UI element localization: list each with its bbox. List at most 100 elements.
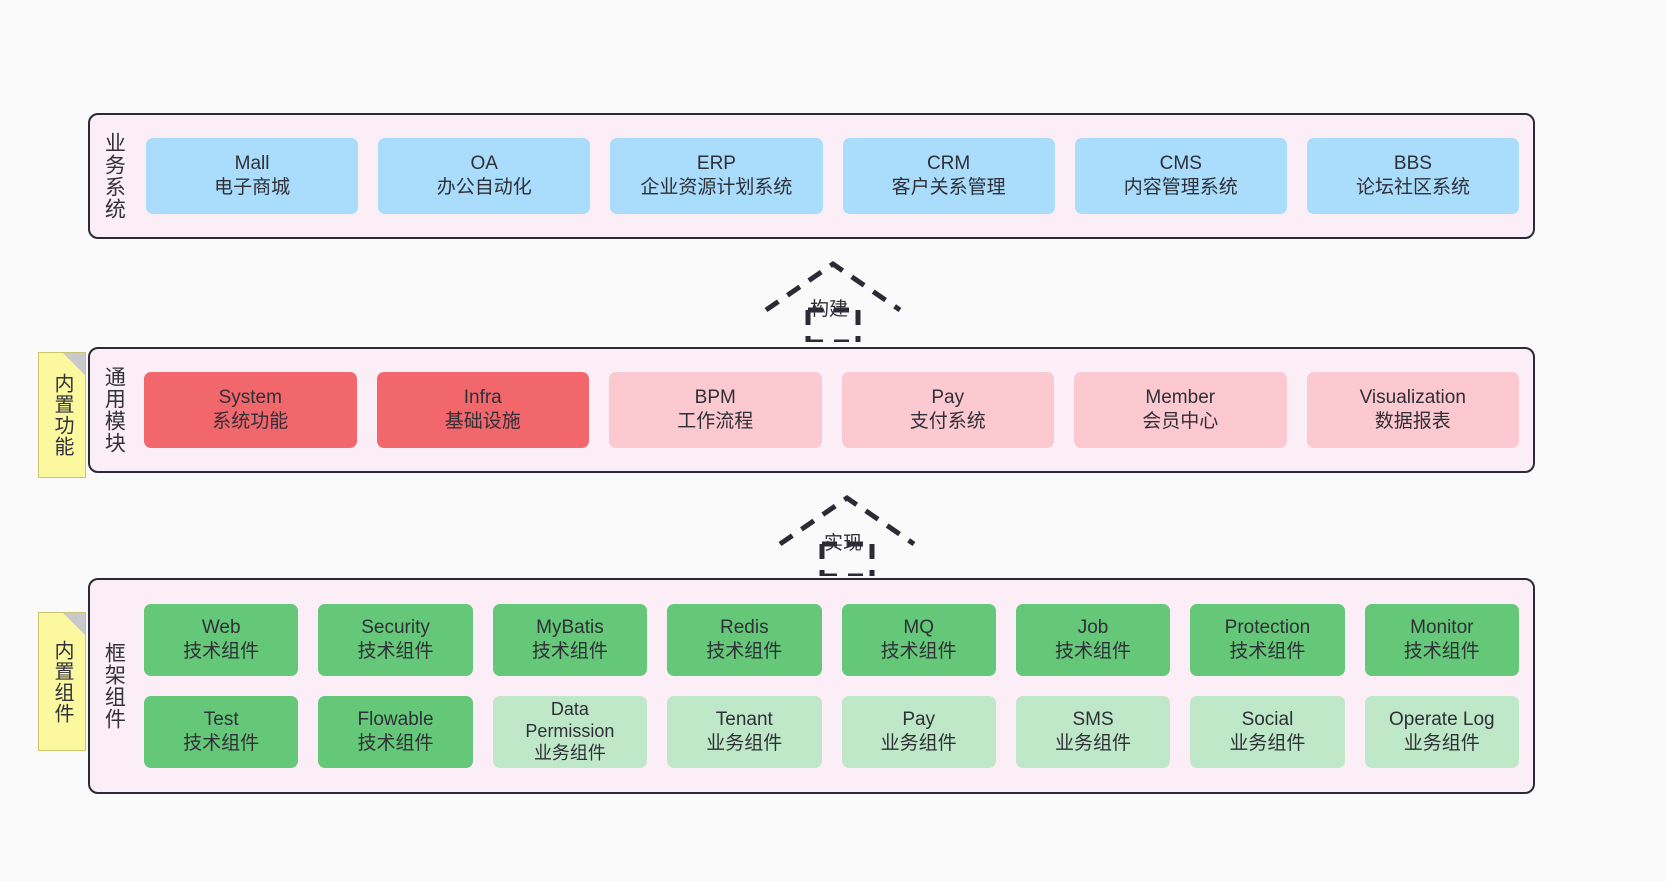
- node-crm-en: CRM: [926, 152, 971, 174]
- node-member[interactable]: Member 会员中心: [1074, 372, 1287, 448]
- node-pay-module-cn: 支付系统: [909, 411, 986, 432]
- node-bpm-cn: 工作流程: [677, 411, 754, 432]
- node-protection[interactable]: Protection 技术组件: [1190, 604, 1345, 676]
- node-monitor-cn: 技术组件: [1403, 641, 1480, 662]
- node-infra-en: Infra: [463, 386, 502, 408]
- node-job-cn: 技术组件: [1055, 641, 1132, 662]
- node-cms[interactable]: CMS 内容管理系统: [1074, 138, 1287, 214]
- node-test[interactable]: Test 技术组件: [144, 696, 299, 768]
- node-flowable[interactable]: Flowable 技术组件: [318, 696, 473, 768]
- node-operate-log-en: Operate Log: [1388, 708, 1495, 730]
- note-fold-icon: [63, 353, 85, 375]
- node-oa-cn: 办公自动化: [436, 177, 532, 198]
- node-operate-log-cn: 业务组件: [1403, 733, 1480, 754]
- node-mybatis-cn: 技术组件: [531, 641, 608, 662]
- node-monitor[interactable]: Monitor 技术组件: [1364, 604, 1519, 676]
- node-protection-en: Protection: [1224, 616, 1311, 638]
- arrow-build-glyph: [764, 260, 902, 345]
- framework-components-row-business: Test 技术组件 Flowable 技术组件 Data Permission …: [144, 696, 1519, 768]
- node-bbs-en: BBS: [1393, 152, 1432, 174]
- arrow-build-label: 构建: [810, 299, 849, 320]
- node-oa[interactable]: OA 办公自动化: [378, 138, 591, 214]
- node-pay-component-en: Pay: [902, 708, 936, 730]
- node-test-en: Test: [203, 708, 239, 730]
- node-data-permission-en: Data: [550, 699, 589, 720]
- node-mybatis[interactable]: MyBatis 技术组件: [492, 604, 648, 676]
- node-monitor-en: Monitor: [1410, 616, 1474, 638]
- node-oa-en: OA: [470, 152, 498, 174]
- node-pay-component[interactable]: Pay 业务组件: [841, 696, 996, 768]
- note-builtin-features-label: 内置功能: [51, 373, 73, 457]
- node-bbs-cn: 论坛社区系统: [1355, 177, 1470, 198]
- node-bbs[interactable]: BBS 论坛社区系统: [1306, 138, 1520, 214]
- node-visualization-cn: 数据报表: [1374, 411, 1451, 432]
- node-security-cn: 技术组件: [357, 641, 434, 662]
- node-infra[interactable]: Infra 基础设施: [376, 372, 589, 448]
- node-erp-cn: 企业资源计划系统: [640, 177, 793, 198]
- node-web-en: Web: [201, 616, 241, 638]
- node-job-en: Job: [1077, 616, 1109, 638]
- node-pay-module-en: Pay: [931, 386, 965, 408]
- business-systems-row: Mall 电子商城 OA 办公自动化 ERP 企业资源计划系统 CRM 客户关系…: [146, 138, 1520, 214]
- node-system[interactable]: System 系统功能: [144, 372, 357, 448]
- node-mall[interactable]: Mall 电子商城: [146, 138, 359, 214]
- arrow-build: 构建: [758, 258, 908, 345]
- node-security-en: Security: [361, 616, 430, 638]
- node-data-permission-en2: Permission: [525, 721, 615, 742]
- node-test-cn: 技术组件: [183, 733, 260, 754]
- node-visualization[interactable]: Visualization 数据报表: [1306, 372, 1519, 448]
- node-sms-cn: 业务组件: [1055, 733, 1132, 754]
- node-mall-cn: 电子商城: [214, 177, 291, 198]
- node-data-permission[interactable]: Data Permission 业务组件: [492, 696, 648, 768]
- node-pay-component-cn: 业务组件: [880, 733, 957, 754]
- node-data-permission-cn: 业务组件: [533, 742, 606, 763]
- layer-common-modules: 通用模块 System 系统功能 Infra 基础设施 BPM 工作流程 Pay…: [88, 347, 1535, 473]
- node-redis[interactable]: Redis 技术组件: [667, 604, 822, 676]
- node-erp-en: ERP: [696, 152, 736, 174]
- node-protection-cn: 技术组件: [1229, 641, 1306, 662]
- common-modules-row: System 系统功能 Infra 基础设施 BPM 工作流程 Pay 支付系统…: [144, 372, 1519, 448]
- layer-common-modules-body: System 系统功能 Infra 基础设施 BPM 工作流程 Pay 支付系统…: [136, 349, 1533, 471]
- node-security[interactable]: Security 技术组件: [318, 604, 473, 676]
- node-bpm[interactable]: BPM 工作流程: [609, 372, 822, 448]
- node-mq-en: MQ: [903, 616, 934, 638]
- layer-framework-components-body: Web 技术组件 Security 技术组件 MyBatis 技术组件 Redi…: [136, 580, 1533, 792]
- node-redis-en: Redis: [720, 616, 769, 638]
- node-job[interactable]: Job 技术组件: [1015, 604, 1171, 676]
- node-system-cn: 系统功能: [212, 411, 289, 432]
- node-tenant-en: Tenant: [715, 708, 773, 730]
- node-web-cn: 技术组件: [183, 641, 260, 662]
- note-builtin-components: 内置组件: [38, 612, 86, 751]
- layer-framework-components-title: 框架组件: [102, 642, 126, 730]
- framework-components-row-technical: Web 技术组件 Security 技术组件 MyBatis 技术组件 Redi…: [144, 604, 1519, 676]
- node-pay-module[interactable]: Pay 支付系统: [841, 372, 1054, 448]
- node-social[interactable]: Social 业务组件: [1190, 696, 1345, 768]
- node-mybatis-en: MyBatis: [536, 616, 604, 638]
- node-mq[interactable]: MQ 技术组件: [841, 604, 996, 676]
- node-erp[interactable]: ERP 企业资源计划系统: [610, 138, 823, 214]
- node-web[interactable]: Web 技术组件: [144, 604, 299, 676]
- node-system-en: System: [218, 386, 282, 408]
- layer-business-systems: 业务系统 Mall 电子商城 OA 办公自动化 ERP 企业资源计划系统 CRM…: [88, 113, 1535, 239]
- layer-business-systems-title: 业务系统: [102, 132, 126, 220]
- layer-business-systems-body: Mall 电子商城 OA 办公自动化 ERP 企业资源计划系统 CRM 客户关系…: [136, 115, 1533, 237]
- node-operate-log[interactable]: Operate Log 业务组件: [1364, 696, 1519, 768]
- node-social-cn: 业务组件: [1229, 733, 1306, 754]
- node-social-en: Social: [1241, 708, 1294, 730]
- node-mq-cn: 技术组件: [880, 641, 957, 662]
- node-mall-en: Mall: [234, 152, 270, 174]
- note-builtin-components-label: 内置组件: [51, 639, 73, 724]
- arrow-implement-glyph: [778, 494, 916, 579]
- node-bpm-en: BPM: [694, 386, 736, 408]
- node-infra-cn: 基础设施: [444, 411, 521, 432]
- arrow-implement-label: 实现: [824, 533, 863, 554]
- note-builtin-features: 内置功能: [38, 352, 86, 478]
- node-sms[interactable]: SMS 业务组件: [1015, 696, 1171, 768]
- node-crm[interactable]: CRM 客户关系管理: [842, 138, 1055, 214]
- node-cms-cn: 内容管理系统: [1123, 177, 1238, 198]
- node-redis-cn: 技术组件: [706, 641, 783, 662]
- node-crm-cn: 客户关系管理: [891, 177, 1006, 198]
- node-flowable-en: Flowable: [357, 708, 434, 730]
- node-cms-en: CMS: [1159, 152, 1202, 174]
- node-tenant[interactable]: Tenant 业务组件: [667, 696, 822, 768]
